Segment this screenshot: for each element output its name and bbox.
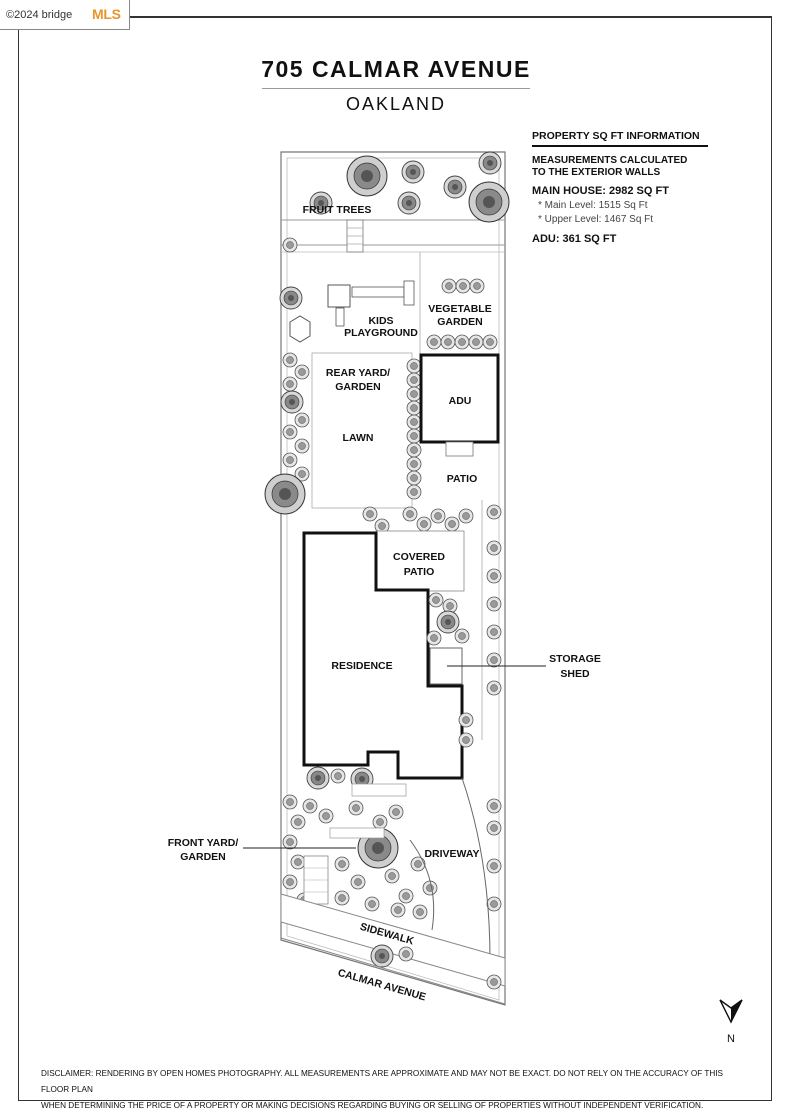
playground-structure-icon	[279, 280, 415, 343]
info-main-level: * Main Level: 1515 Sq Ft	[538, 200, 648, 211]
adu-outline	[419, 353, 500, 444]
mls-badge: ©2024 bridge MLS	[0, 0, 130, 30]
disclaimer-line2: WHEN DETERMINING THE PRICE OF A PROPERTY…	[41, 1101, 704, 1110]
north-label: N	[727, 1033, 735, 1045]
label-storage-2: SHED	[560, 668, 590, 680]
label-kids-2: PLAYGROUND	[344, 327, 418, 339]
label-patio: PATIO	[447, 473, 478, 485]
page-frame	[18, 17, 772, 1101]
info-measurements-line1: MEASUREMENTS CALCULATED	[532, 155, 688, 166]
disclaimer: DISCLAIMER: RENDERING BY OPEN HOMES PHOT…	[41, 1066, 753, 1114]
label-rear-yard-2: GARDEN	[335, 381, 381, 393]
label-kids-1: KIDS	[368, 315, 393, 327]
driveway-outline	[461, 777, 491, 961]
info-heading: PROPERTY SQ FT INFORMATION	[532, 130, 708, 147]
label-storage-1: STORAGE	[549, 653, 601, 665]
label-driveway: DRIVEWAY	[424, 848, 479, 860]
label-covered-2: PATIO	[404, 566, 435, 578]
north-arrow-icon: N	[719, 999, 743, 1045]
label-front-yard-2: GARDEN	[180, 851, 226, 863]
label-fruit-trees: FRUIT TREES	[303, 204, 372, 216]
page-title: 705 CALMAR AVENUE	[261, 56, 531, 82]
badge-brand: MLS	[92, 6, 121, 22]
header-line	[130, 16, 772, 17]
info-main-house: MAIN HOUSE: 2982 SQ FT	[532, 185, 669, 197]
info-adu: ADU: 361 SQ FT	[532, 233, 617, 245]
info-upper-level: * Upper Level: 1467 Sq Ft	[538, 214, 654, 225]
label-adu: ADU	[449, 395, 472, 407]
badge-copyright: ©2024 bridge	[6, 9, 73, 21]
label-rear-yard-1: REAR YARD/	[326, 367, 390, 379]
title-divider	[262, 88, 530, 89]
label-lawn: LAWN	[343, 432, 374, 444]
label-covered-1: COVERED	[393, 551, 445, 563]
disclaimer-line1: DISCLAIMER: RENDERING BY OPEN HOMES PHOT…	[41, 1069, 723, 1094]
label-vegetable-1: VEGETABLE	[428, 303, 491, 315]
label-residence: RESIDENCE	[331, 660, 392, 672]
label-vegetable-2: GARDEN	[437, 316, 483, 328]
info-measurements: MEASUREMENTS CALCULATED TO THE EXTERIOR …	[532, 155, 732, 179]
sqft-info-panel: PROPERTY SQ FT INFORMATION MEASUREMENTS …	[532, 130, 732, 245]
label-front-yard-1: FRONT YARD/	[168, 837, 239, 849]
info-measurements-line2: TO THE EXTERIOR WALLS	[532, 167, 661, 178]
page-subtitle: OAKLAND	[345, 94, 447, 114]
